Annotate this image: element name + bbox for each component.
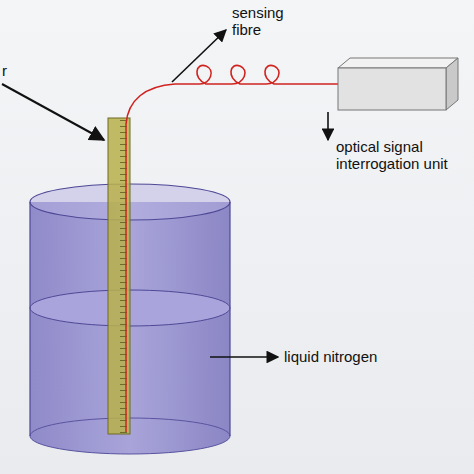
leader-arrow xyxy=(2,84,104,140)
ruler xyxy=(108,118,130,434)
callout-label: sensing fibre xyxy=(232,4,302,38)
leader-arrow xyxy=(327,112,329,140)
callout-label: optical signal interrogation unit xyxy=(336,138,470,172)
callout-label: liquid nitrogen xyxy=(284,348,377,365)
leader-arrow xyxy=(210,356,278,358)
leader-arrow xyxy=(172,30,226,82)
interrogation-unit xyxy=(338,58,458,110)
callout-label: r xyxy=(2,62,7,79)
sensing-fibre xyxy=(126,65,338,124)
